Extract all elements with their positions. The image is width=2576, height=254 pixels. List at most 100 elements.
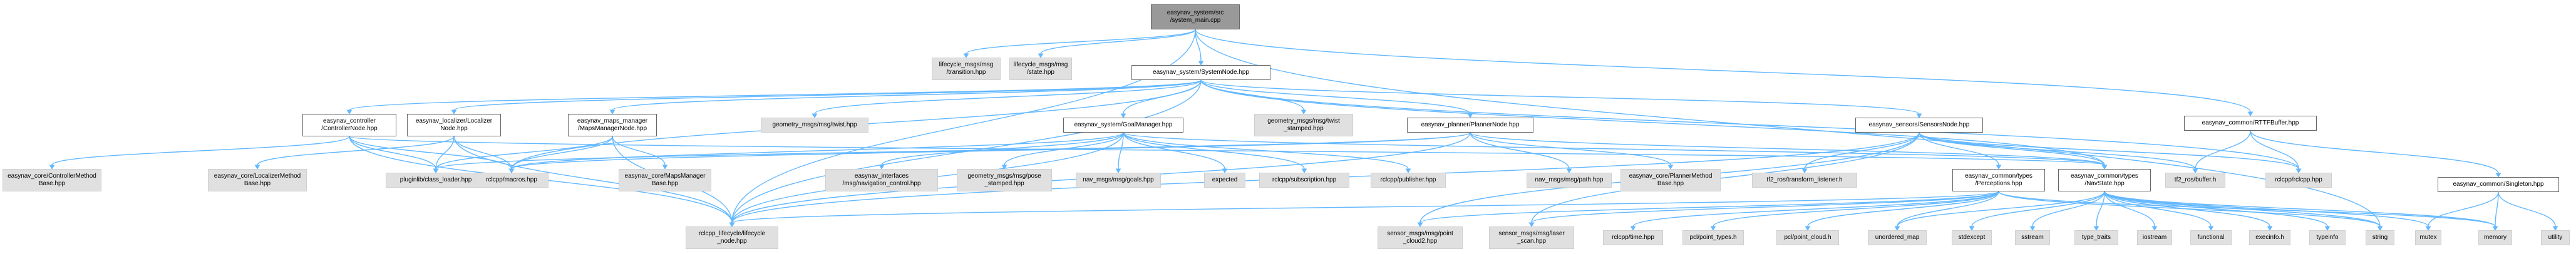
- edge-system_node-to-twist_stamped: [1200, 79, 1307, 114]
- edge-perceptions-to-lifecycle_node: [729, 191, 1999, 227]
- node-publisher: rclcpp/publisher.hpp: [1371, 173, 1446, 188]
- node-pcl-cloud: pcl/point_cloud.h: [1776, 230, 1839, 245]
- node-controller[interactable]: easynav_controller /ControllerNode.hpp: [302, 114, 396, 136]
- edge-controller-to-ctrl_base: [49, 136, 350, 170]
- edge-navstate-to-string: [2104, 191, 2383, 231]
- node-tf2-buffer: tf2_ros/buffer.h: [2165, 173, 2225, 188]
- edge-system_node-to-twist: [811, 79, 1202, 118]
- node-expected: expected: [1204, 173, 1245, 188]
- edge-navstate-to-type_traits: [2093, 191, 2105, 231]
- edge-main-to-rtt: [1195, 29, 2254, 116]
- edge-goal-to-pose_stamped: [1001, 132, 1124, 170]
- node-time: rclcpp/time.hpp: [1603, 230, 1663, 245]
- edge-localizer-to-loc_base: [254, 136, 455, 170]
- node-main[interactable]: easynav_system/src /system_main.cpp: [1151, 4, 1240, 29]
- node-rclcpp: rclcpp/rclcpp.hpp: [2265, 173, 2332, 188]
- edge-planner-to-macros: [508, 132, 1471, 173]
- node-pluginlib: pluginlib/class_loader.hpp: [386, 173, 486, 188]
- node-sstream: sstream: [2015, 230, 2050, 245]
- edge-perceptions-to-pcl_types: [1710, 191, 1999, 231]
- edge-navstate-to-unordered_map: [1894, 191, 2105, 231]
- edge-perceptions-to-memory: [1998, 191, 2498, 231]
- edge-singleton-to-utility: [2498, 191, 2558, 231]
- node-goals: nav_msgs/msg/goals.hpp: [1076, 173, 1161, 188]
- node-pose-stamped: geometry_msgs/msg/pose _stamped.hpp: [957, 169, 1052, 191]
- node-iostream: iostream: [2137, 230, 2172, 245]
- node-rtt[interactable]: easynav_common/RTTFBuffer.hpp: [2184, 116, 2317, 131]
- edge-navstate-to-functional: [2104, 191, 2214, 231]
- edge-goal-to-nav_ctrl: [878, 132, 1124, 170]
- edge-sensors-to-tf2_listener: [1801, 132, 1920, 173]
- edge-navstate-to-iostream: [2104, 191, 2158, 231]
- node-perceptions[interactable]: easynav_common/types /Perceptions.hpp: [1952, 169, 2045, 191]
- node-macros: rclcpp/macros.hpp: [475, 173, 549, 188]
- node-navstate[interactable]: easynav_common/types /NavState.hpp: [2058, 169, 2151, 191]
- node-singleton[interactable]: easynav_common/Singleton.hpp: [2438, 177, 2559, 192]
- edge-navstate-to-sstream: [2029, 191, 2105, 231]
- node-nav-ctrl: easynav_interfaces /msg/navigation_contr…: [825, 169, 938, 191]
- edge-controller-to-pluginlib: [349, 136, 439, 173]
- node-goal[interactable]: easynav_system/GoalManager.hpp: [1063, 118, 1183, 133]
- node-maps[interactable]: easynav_maps_manager /MapsManagerNode.hp…: [568, 114, 657, 136]
- node-stdexcept: stdexcept: [1952, 230, 1992, 245]
- node-planner[interactable]: easynav_planner/PlannerNode.hpp: [1407, 118, 1533, 133]
- edge-main-to-lc_state: [1038, 29, 1196, 58]
- node-twist-stamped: geometry_msgs/msg/twist _stamped.hpp: [1254, 114, 1353, 136]
- edge-sensors-to-rclcpp: [1919, 132, 2302, 173]
- edge-navstate-to-memory: [2104, 191, 2498, 231]
- edge-singleton-to-mutex: [2425, 191, 2499, 231]
- node-type-traits: type_traits: [2074, 230, 2118, 245]
- edge-perceptions-to-string: [1998, 191, 2383, 231]
- node-pcl-types: pcl/point_types.h: [1682, 230, 1744, 245]
- node-execinfo: execinfo.h: [2249, 230, 2290, 245]
- edge-perceptions-to-time: [1630, 191, 1999, 231]
- node-tf2-listener: tf2_ros/transform_listener.h: [1752, 173, 1857, 188]
- edge-planner-to-path: [1470, 132, 1572, 173]
- edge-system_node-to-maps: [609, 79, 1202, 114]
- edge-goal-to-subscription: [1123, 132, 1307, 173]
- node-subscription: rclcpp/subscription.hpp: [1259, 173, 1349, 188]
- edge-navstate-to-typeinfo: [2104, 191, 2331, 231]
- node-functional: functional: [2190, 230, 2232, 245]
- node-path: nav_msgs/msg/path.hpp: [1527, 173, 1612, 188]
- edge-sensors-to-navstate: [1919, 132, 2108, 170]
- edge-maps-to-maps_base: [612, 136, 668, 170]
- node-system-node[interactable]: easynav_system/SystemNode.hpp: [1131, 65, 1270, 80]
- edge-main-to-lc_transition: [963, 29, 1196, 58]
- node-twist: geometry_msgs/msg/twist.hpp: [761, 118, 868, 133]
- edge-navstate-to-mutex: [2104, 191, 2431, 231]
- edge-perceptions-to-laserscan: [1528, 191, 1999, 227]
- edge-rtt-to-singleton: [2250, 130, 2501, 178]
- node-lc-transition: lifecycle_msgs/msg /transition.hpp: [932, 58, 1001, 80]
- edge-goal-to-goals: [1115, 132, 1124, 173]
- edge-goal-to-macros: [508, 132, 1124, 173]
- node-mutex: mutex: [2415, 230, 2441, 245]
- node-unordered-map: unordered_map: [1868, 230, 1927, 245]
- node-ctrl-base: easynav_core/ControllerMethod Base.hpp: [3, 169, 101, 191]
- node-typeinfo: typeinfo: [2309, 230, 2346, 245]
- node-pointcloud2: sensor_msgs/msg/point _cloud2.hpp: [1378, 226, 1463, 249]
- edge-system_node-to-localizer: [451, 79, 1202, 114]
- node-localizer[interactable]: easynav_localizer/Localizer Node.hpp: [407, 114, 501, 136]
- edge-system_node-to-planner: [1200, 79, 1473, 118]
- edge-planner-to-planner_base: [1470, 132, 1674, 170]
- edge-rtt-to-tf2_buffer: [2192, 130, 2251, 173]
- edge-perceptions-to-pcl_cloud: [1805, 191, 1999, 231]
- edge-sensors-to-perceptions: [1919, 132, 2002, 170]
- node-sensors[interactable]: easynav_sensors/SensorsNode.hpp: [1855, 118, 1983, 133]
- node-loc-base: easynav_core/LocalizerMethod Base.hpp: [208, 169, 307, 191]
- edge-navstate-to-execinfo: [2104, 191, 2273, 231]
- edge-goal-to-publisher: [1123, 132, 1411, 173]
- node-lc-state: lifecycle_msgs/msg /state.hpp: [1009, 58, 1072, 80]
- edge-system_node-to-sensors: [1200, 79, 1922, 118]
- node-string: string: [2366, 230, 2394, 245]
- node-memory: memory: [2478, 230, 2512, 245]
- node-laserscan: sensor_msgs/msg/laser _scan.hpp: [1489, 226, 1574, 249]
- node-planner-base: easynav_core/PlannerMethod Base.hpp: [1620, 169, 1721, 191]
- edge-perceptions-to-pointcloud2: [1417, 191, 1999, 227]
- edge-navstate-to-stdexcept: [1969, 191, 2105, 231]
- edge-sensors-to-tf2_buffer: [1919, 132, 2198, 173]
- node-lifecycle-node: rclcpp_lifecycle/lifecycle _node.hpp: [686, 226, 778, 249]
- node-utility: utility: [2541, 230, 2570, 245]
- node-maps-base: easynav_core/MapsManager Base.hpp: [619, 169, 711, 191]
